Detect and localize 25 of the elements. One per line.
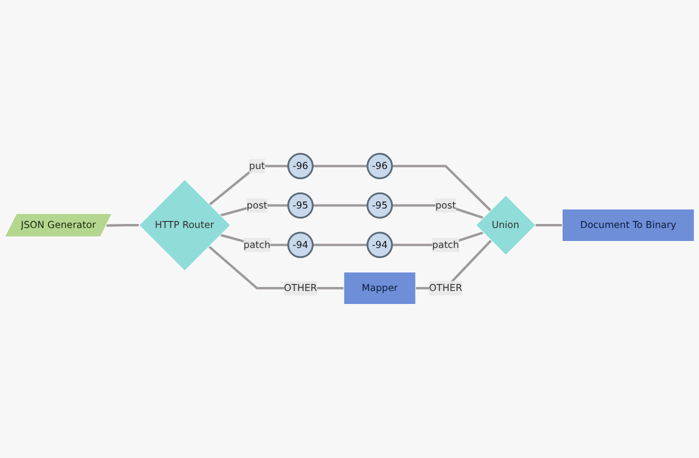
node-circle: -94 [366, 232, 393, 258]
connector [208, 164, 288, 206]
connector [106, 224, 139, 227]
connector [312, 164, 368, 168]
edge-label: patch [244, 238, 270, 250]
node-box: Mapper [344, 272, 416, 305]
node-circle: -96 [366, 152, 393, 180]
connector [392, 164, 492, 212]
connector [392, 204, 484, 219]
edge-label: post [435, 199, 456, 211]
connector [312, 244, 368, 246]
edge-label: OTHER [284, 282, 318, 294]
node-circle: -95 [366, 192, 393, 219]
node-box: Document To Binary [562, 208, 695, 242]
edge-label: OTHER [429, 282, 462, 294]
node-circle: -95 [287, 192, 314, 219]
connector [312, 204, 368, 207]
edge-label: patch [432, 238, 460, 250]
edge-label: put [249, 160, 265, 172]
node-diamond: HTTP Router [138, 179, 231, 272]
edge-label: post [246, 199, 268, 211]
node-circle: -96 [287, 152, 314, 180]
node-diamond: Union [476, 194, 536, 256]
node-circle: -94 [287, 232, 314, 258]
connector [535, 224, 562, 226]
